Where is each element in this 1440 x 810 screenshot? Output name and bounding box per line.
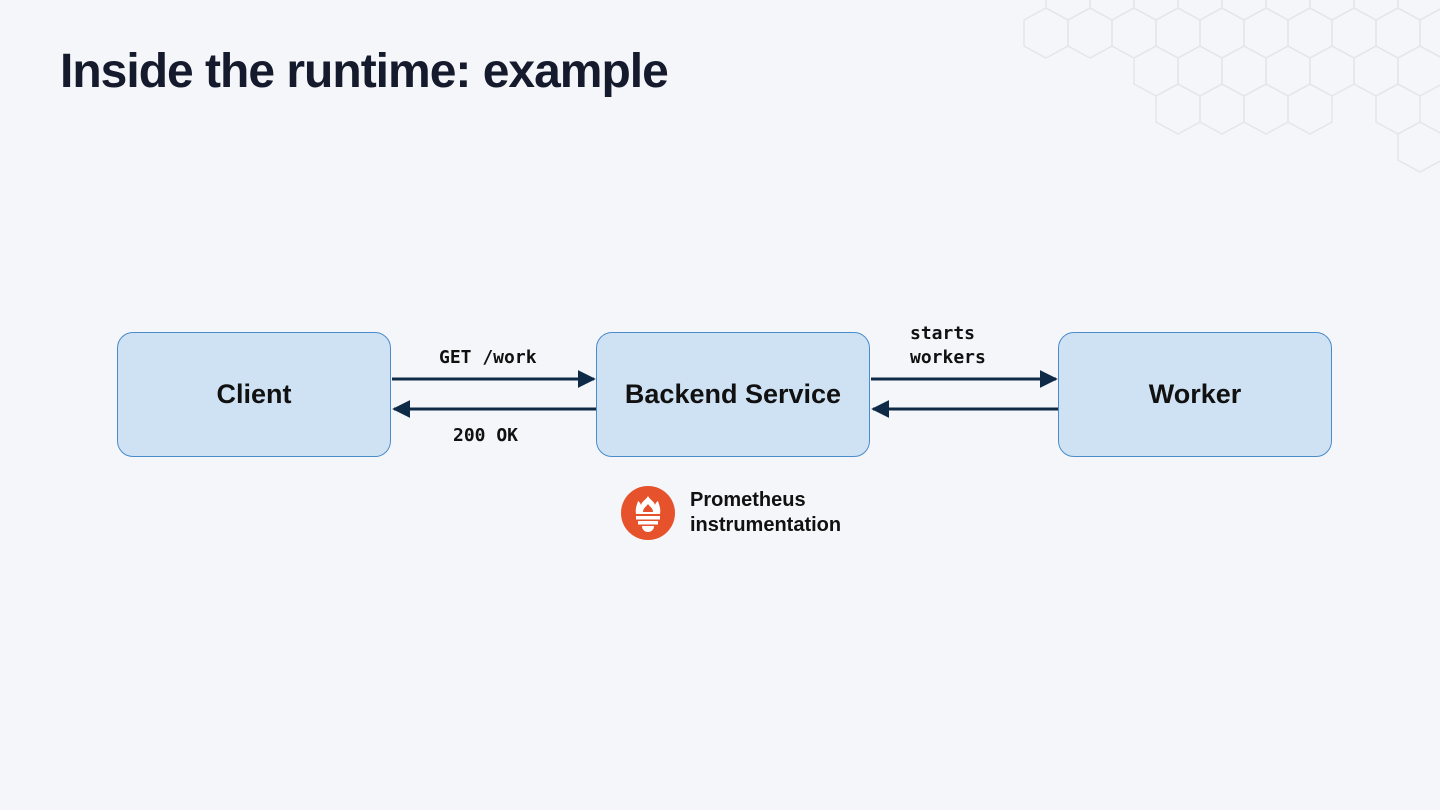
start-workers-edge-label: starts workers bbox=[910, 323, 986, 368]
backend-service-node: Backend Service bbox=[596, 332, 870, 457]
worker-node: Worker bbox=[1058, 332, 1332, 457]
client-node-label: Client bbox=[216, 379, 292, 409]
slide-title: Inside the runtime: example bbox=[60, 45, 669, 98]
client-node: Client bbox=[117, 332, 391, 457]
response-edge-label: 200 OK bbox=[453, 425, 519, 446]
prometheus-instrumentation-label: Prometheus instrumentation bbox=[690, 489, 842, 536]
worker-node-label: Worker bbox=[1148, 379, 1242, 409]
prometheus-logo-icon bbox=[621, 486, 675, 540]
request-edge-label: GET /work bbox=[439, 347, 537, 368]
backend-service-node-label: Backend Service bbox=[624, 379, 842, 409]
